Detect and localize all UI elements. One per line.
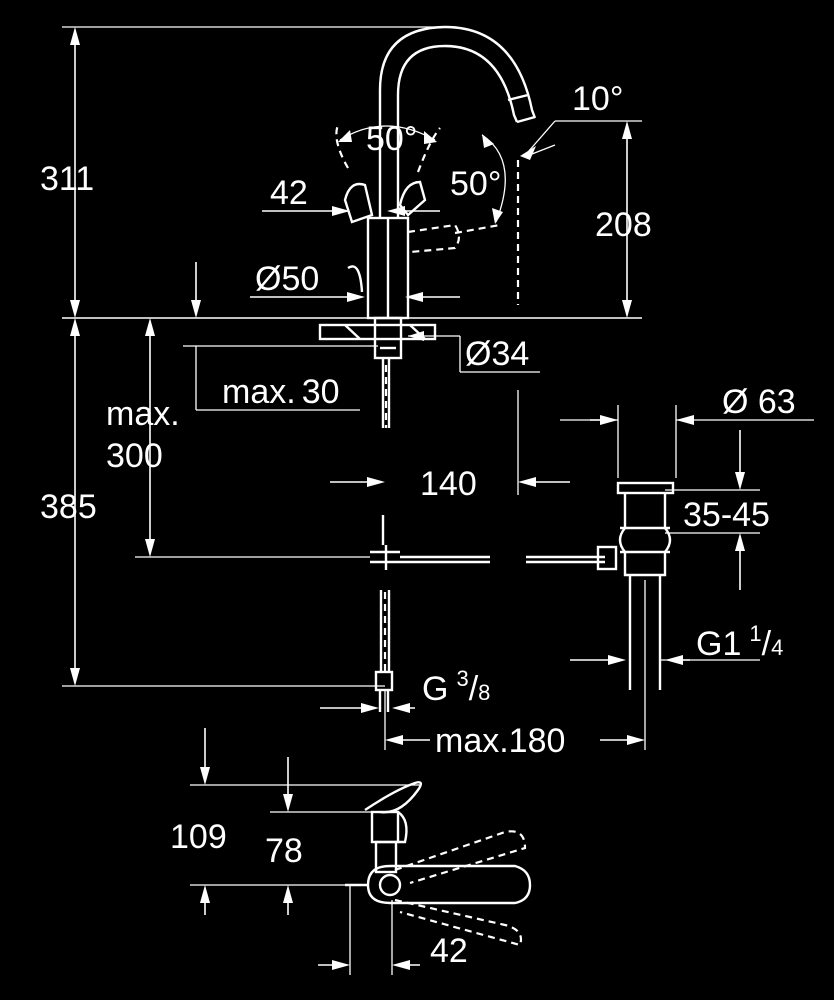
dimension-lines (70, 27, 745, 970)
label-lever-42: 42 (270, 174, 308, 212)
label-diameter-34: Ø34 (465, 335, 529, 373)
label-35-45: 35-45 (683, 496, 770, 534)
label-385: 385 (40, 488, 97, 526)
label-diameter-50: Ø50 (255, 260, 319, 298)
label-109: 109 (170, 818, 227, 856)
label-max-300-line2: 300 (106, 437, 163, 475)
label-50-degrees-right: 50° (450, 165, 501, 203)
waste-assembly (596, 481, 675, 690)
label-10-degrees: 10° (572, 80, 623, 118)
label-208: 208 (595, 206, 652, 244)
label-max-300-line1: max. (106, 395, 180, 433)
faucet-side-view (345, 781, 532, 947)
label-78: 78 (265, 832, 303, 870)
hose-assembly (370, 515, 605, 712)
label-311: 311 (40, 160, 94, 198)
label-50-degrees-left: 50° (366, 120, 417, 158)
label-140: 140 (420, 465, 477, 503)
label-side-42: 42 (430, 932, 468, 970)
label-max-30: max.30 (222, 373, 340, 411)
label-diameter-63: Ø 63 (722, 383, 796, 421)
reference-lines (62, 26, 814, 975)
label-max-180: max.180 (435, 722, 565, 760)
faucet-front-view (318, 25, 537, 428)
dimension-labels: 311 208 10° 50° 50° 42 Ø50 Ø34 max.30 ma… (40, 80, 796, 970)
